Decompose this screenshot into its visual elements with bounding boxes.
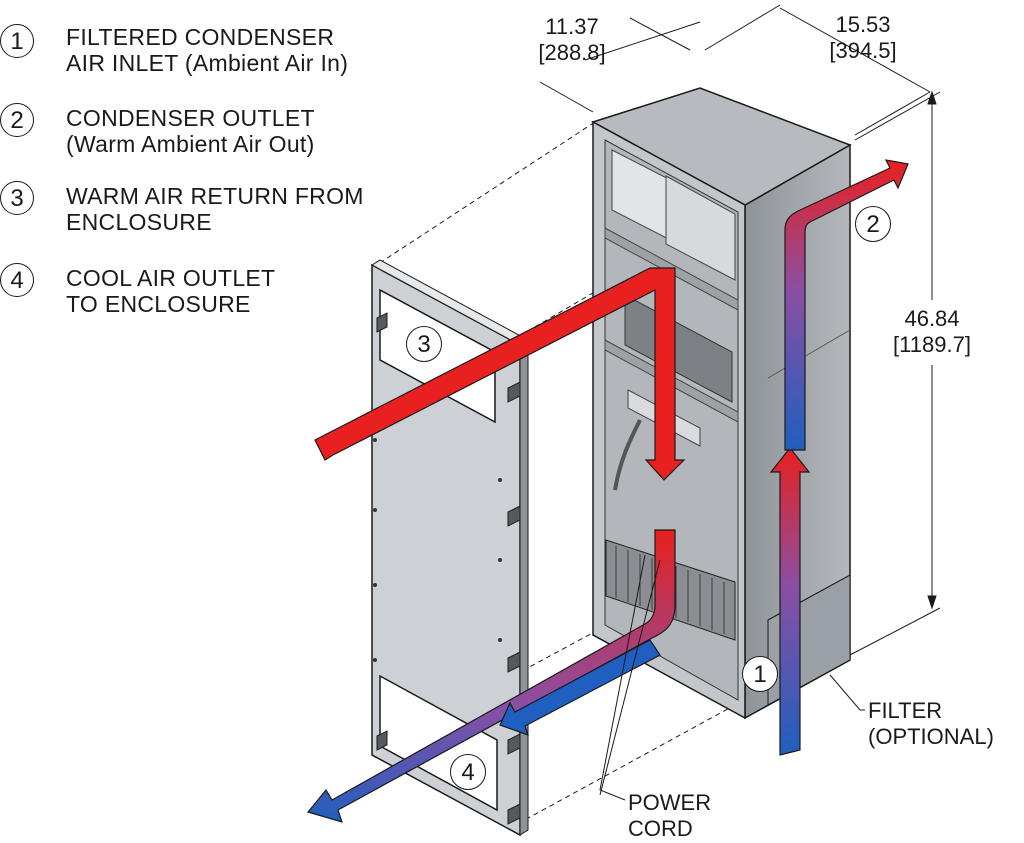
- dimension-lines: [539, 4, 941, 656]
- power-label-2: CORD: [628, 816, 693, 841]
- legend-line-2a: CONDENSER OUTLET: [66, 105, 315, 131]
- legend-line-2b: (Warm Ambient Air Out): [66, 131, 315, 157]
- badge-1: 1: [742, 656, 778, 692]
- internal-cable: [613, 419, 642, 491]
- upper-cutout: [379, 288, 496, 424]
- mounting-panel-edge: [519, 339, 529, 836]
- legend-line-3b: ENCLOSURE: [66, 209, 212, 235]
- legend-line-4a: COOL AIR OUTLET: [66, 265, 276, 291]
- cool-air-outlet-arrow: [306, 529, 676, 823]
- condenser-outlet-arrow: [784, 159, 909, 451]
- leader-lines: [599, 554, 865, 801]
- legend-line-3a: WARM AIR RETURN FROM: [66, 183, 364, 209]
- depth-dimension: 11.37 [288.8]: [522, 14, 622, 66]
- legend-number-2: 2: [0, 103, 34, 137]
- warm-air-return-arrow: [314, 267, 686, 481]
- legend-number-3: 3: [0, 181, 34, 215]
- screw-holes: [373, 438, 502, 662]
- legend-line-4b: TO ENCLOSURE: [66, 291, 251, 317]
- legend-text-1: FILTERED CONDENSER AIR INLET (Ambient Ai…: [66, 24, 348, 76]
- legend-number-4: 4: [0, 263, 34, 297]
- depth-mm: [288.8]: [538, 40, 606, 65]
- evaporator-coil: [624, 294, 733, 403]
- legend-text-4: COOL AIR OUTLET TO ENCLOSURE: [66, 265, 275, 317]
- width-inches: 15.53: [835, 12, 891, 37]
- depth-inches: 11.37: [545, 14, 599, 39]
- height-inches: 46.84: [904, 306, 960, 331]
- badge-2: 2: [855, 206, 891, 242]
- power-label-1: POWER: [628, 790, 712, 815]
- legend-item-1: 1 FILTERED CONDENSER AIR INLET (Ambient …: [0, 22, 430, 82]
- legend-line-1a: FILTERED CONDENSER: [66, 24, 335, 50]
- legend-number-1: 1: [0, 24, 34, 58]
- badge-4: 4: [450, 754, 486, 790]
- legend-text-2: CONDENSER OUTLET (Warm Ambient Air Out): [66, 105, 315, 157]
- condenser-fan-2: [665, 175, 736, 281]
- condenser-inlet-arrow: [769, 447, 811, 756]
- cabinet-side-seam: [767, 329, 851, 379]
- filter-callout: FILTER (OPTIONAL): [868, 698, 994, 750]
- enclosure-cool-arrow: [499, 639, 661, 736]
- height-dimension: 46.84 [1189.7]: [872, 306, 992, 358]
- width-mm: [394.5]: [829, 38, 897, 63]
- filter-label-1: FILTER: [868, 698, 943, 723]
- mounting-tabs: [376, 312, 521, 825]
- width-dimension: 15.53 [394.5]: [810, 12, 916, 64]
- legend-item-2: 2 CONDENSER OUTLET (Warm Ambient Air Out…: [0, 103, 430, 163]
- height-mm: [1189.7]: [893, 332, 971, 357]
- power-cord-callout: POWER CORD: [628, 790, 711, 842]
- legend-text-3: WARM AIR RETURN FROM ENCLOSURE: [66, 183, 364, 235]
- badge-3: 3: [406, 326, 442, 362]
- legend-line-1b: AIR INLET (Ambient Air In): [66, 50, 349, 76]
- filter-label-2: (OPTIONAL): [868, 724, 994, 749]
- legend-item-3: 3 WARM AIR RETURN FROM ENCLOSURE: [0, 181, 430, 241]
- legend-item-4: 4 COOL AIR OUTLET TO ENCLOSURE: [0, 263, 430, 323]
